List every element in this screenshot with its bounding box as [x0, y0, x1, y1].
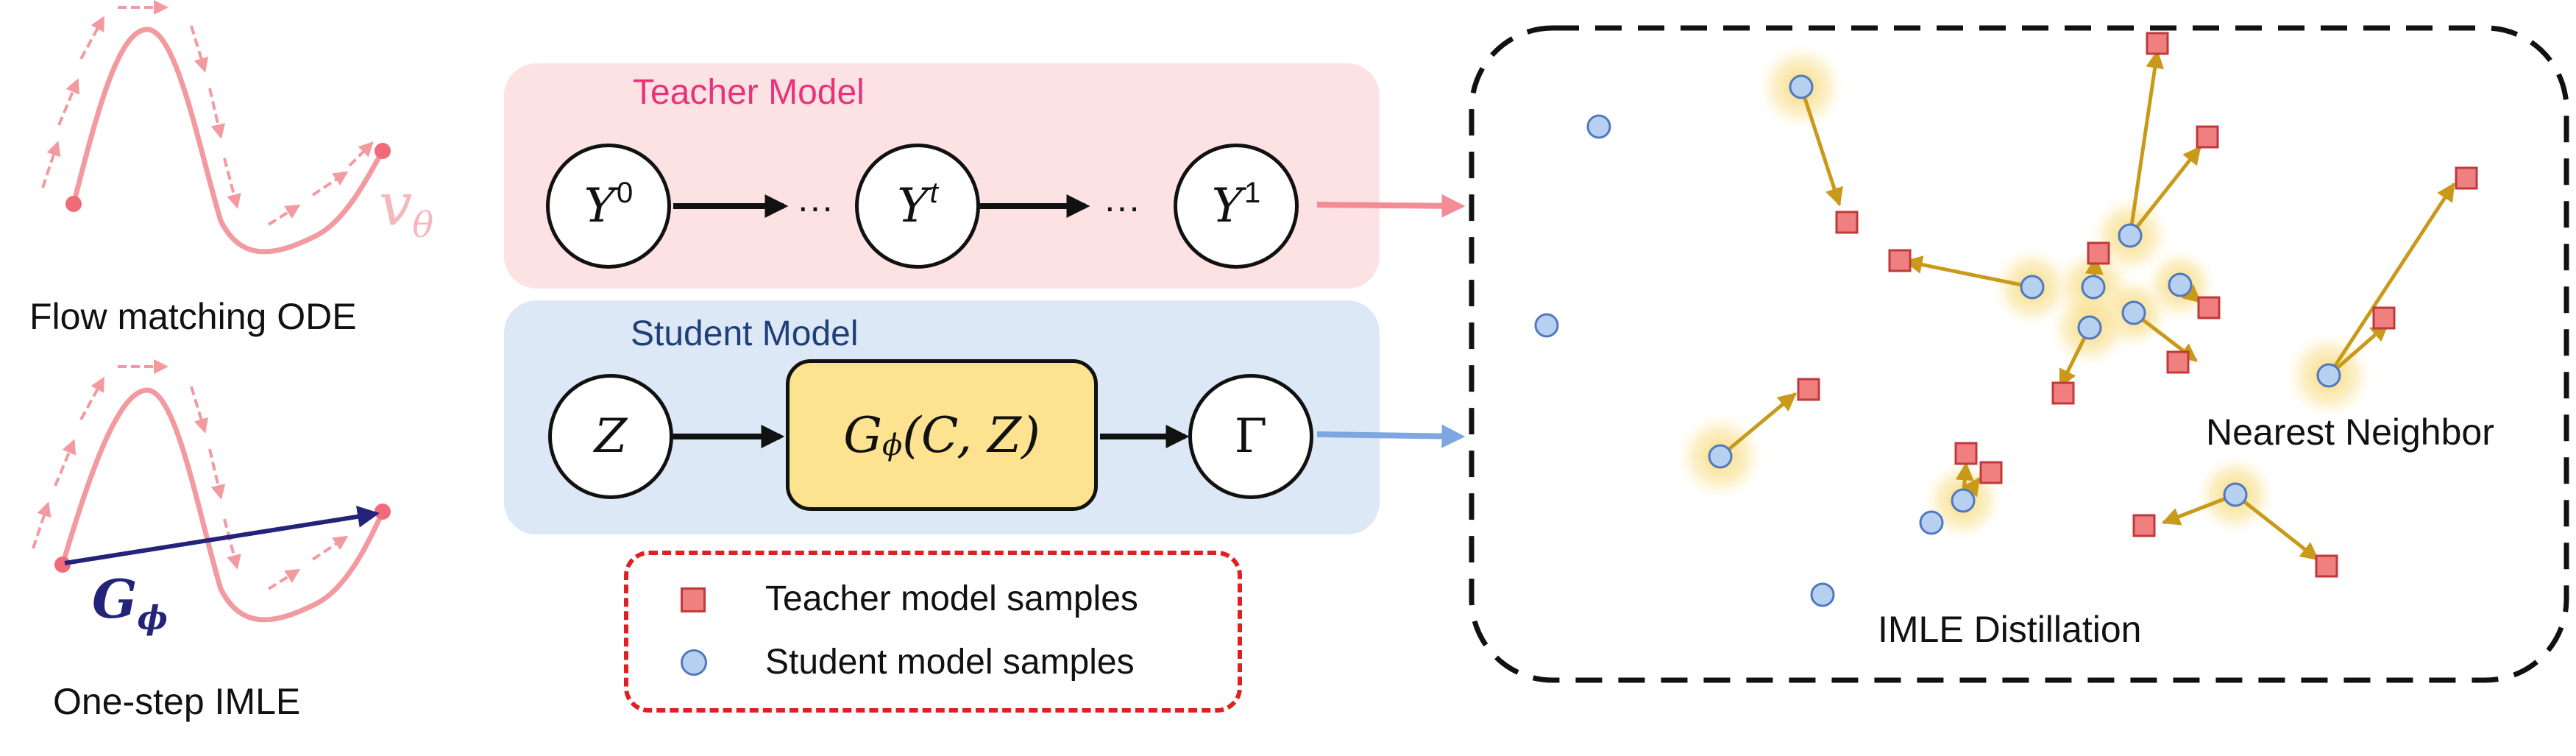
student-sample	[2121, 300, 2146, 325]
teacher-sample	[2196, 125, 2219, 149]
student-node-gamma: Γ	[1188, 374, 1313, 499]
one-step-arrow	[64, 505, 380, 565]
student-sample	[2168, 272, 2193, 297]
imle-generator-symbol: Gϕ	[92, 568, 168, 637]
legend-circle-icon	[681, 649, 707, 676]
flow-matching-caption: Flow matching ODE	[29, 296, 357, 337]
imle-start-point	[54, 557, 71, 573]
teacher-sample	[2197, 296, 2221, 319]
legend-teacher-label: Teacher model samples	[765, 579, 1138, 618]
legend-square-icon	[681, 587, 706, 612]
teacher-title: Teacher Model	[633, 73, 865, 112]
nearest-neighbor-label: Nearest Neighbor	[2206, 411, 2494, 453]
student-sample	[2020, 275, 2045, 300]
teacher-sample	[2132, 514, 2156, 537]
teacher-sample	[2166, 350, 2190, 374]
teacher-sample	[1979, 461, 2003, 484]
teacher-sample	[2146, 32, 2169, 55]
teacher-sample	[1888, 249, 1912, 272]
imle-panel-border	[1469, 25, 2569, 683]
arrow-teacher-to-imle	[1316, 194, 1466, 218]
student-sample	[1810, 582, 1835, 607]
teacher-sample	[2051, 381, 2075, 405]
teacher-ellipsis-1: ···	[797, 186, 834, 227]
one-step-imle-caption: One-step IMLE	[53, 681, 301, 722]
imle-curve	[32, 359, 391, 623]
student-samples	[1534, 74, 2341, 607]
teacher-sample	[2087, 241, 2110, 265]
flow-start-point	[65, 196, 82, 212]
flow-velocity-symbol: vθ	[379, 170, 434, 246]
teacher-sample	[1797, 378, 1820, 401]
student-sample	[1919, 510, 1944, 535]
student-node-z: Z	[548, 374, 673, 499]
flow-end-point	[375, 143, 391, 159]
student-sample	[2081, 275, 2106, 300]
student-title: Student Model	[631, 314, 859, 353]
teacher-sample	[1954, 442, 1978, 465]
student-sample	[2223, 482, 2248, 507]
teacher-sample	[2372, 306, 2396, 330]
teacher-sample	[1835, 211, 1859, 234]
student-sample	[1534, 313, 1559, 338]
student-sample	[1586, 114, 1611, 139]
teacher-ellipsis-2: ···	[1104, 186, 1140, 227]
student-sample	[2077, 315, 2102, 340]
left-curves	[32, 0, 391, 623]
arrow-student-to-imle	[1316, 424, 1466, 448]
student-sample	[1708, 444, 1733, 469]
legend-student-label: Student model samples	[765, 643, 1135, 682]
student-sample	[1789, 74, 1814, 99]
flow-matching-curve	[41, 0, 391, 255]
legend-box	[624, 551, 1242, 713]
student-sample	[1951, 488, 1976, 513]
teacher-samples	[1797, 32, 2478, 578]
student-sample	[2118, 223, 2143, 248]
nearest-neighbor-links	[1719, 49, 2456, 561]
teacher-sample	[2315, 554, 2338, 578]
teacher-sample	[2455, 166, 2478, 190]
imle-distillation-title: IMLE Distillation	[1878, 609, 2142, 650]
student-sample	[2316, 363, 2341, 388]
